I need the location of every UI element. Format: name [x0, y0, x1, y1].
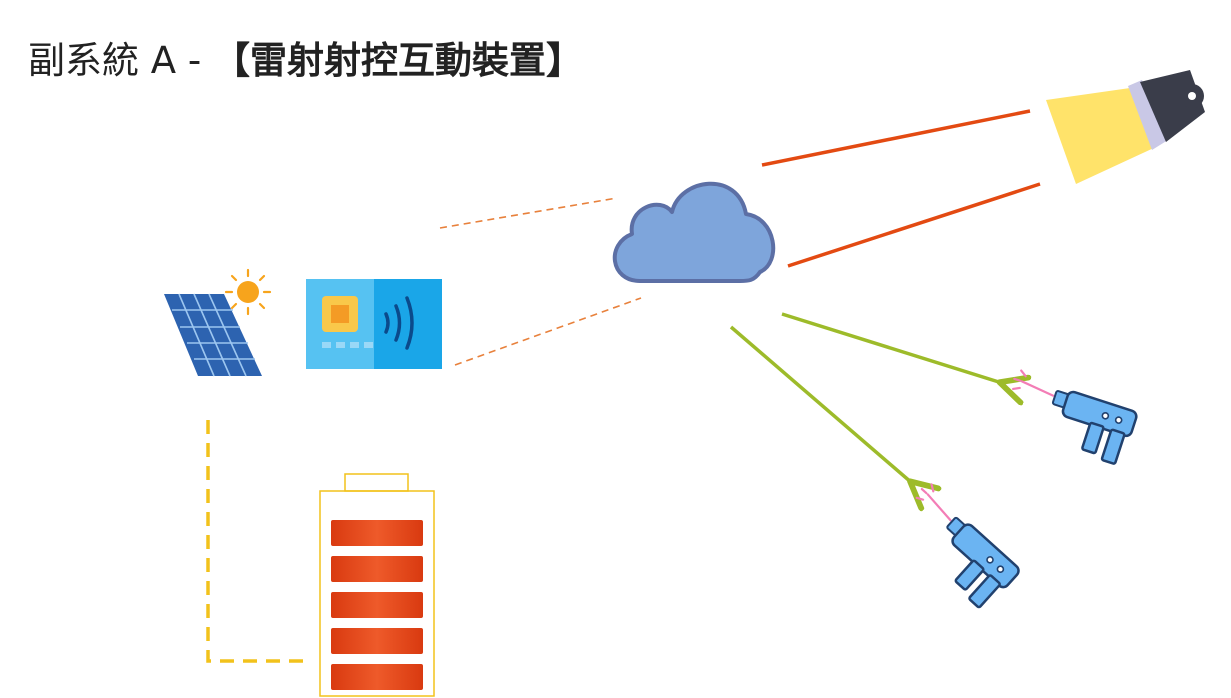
link-card-cloud-top	[439, 197, 618, 229]
title-prefix: 副系統 A -	[28, 39, 213, 82]
laser-arrow-right	[781, 312, 1002, 383]
laser-gun-icon	[1012, 369, 1138, 465]
cloud-icon	[612, 181, 776, 283]
title-main: 【雷射射控互動裝置】	[212, 39, 583, 82]
nfc-card-icon	[306, 279, 442, 369]
slide-title: 副系統 A - 【雷射射控互動裝置】	[28, 30, 583, 84]
solar-panel-icon	[164, 293, 262, 377]
laser-arrow-left	[729, 325, 912, 483]
laser-gun-icon	[915, 483, 1020, 609]
spotlight-icon	[1046, 70, 1205, 184]
sun-icon	[224, 268, 272, 316]
beam-line-bottom	[787, 182, 1041, 268]
battery-icon	[319, 473, 435, 697]
link-card-cloud-bottom	[454, 297, 642, 366]
power-cable	[206, 420, 308, 663]
beam-line-top	[761, 109, 1031, 167]
